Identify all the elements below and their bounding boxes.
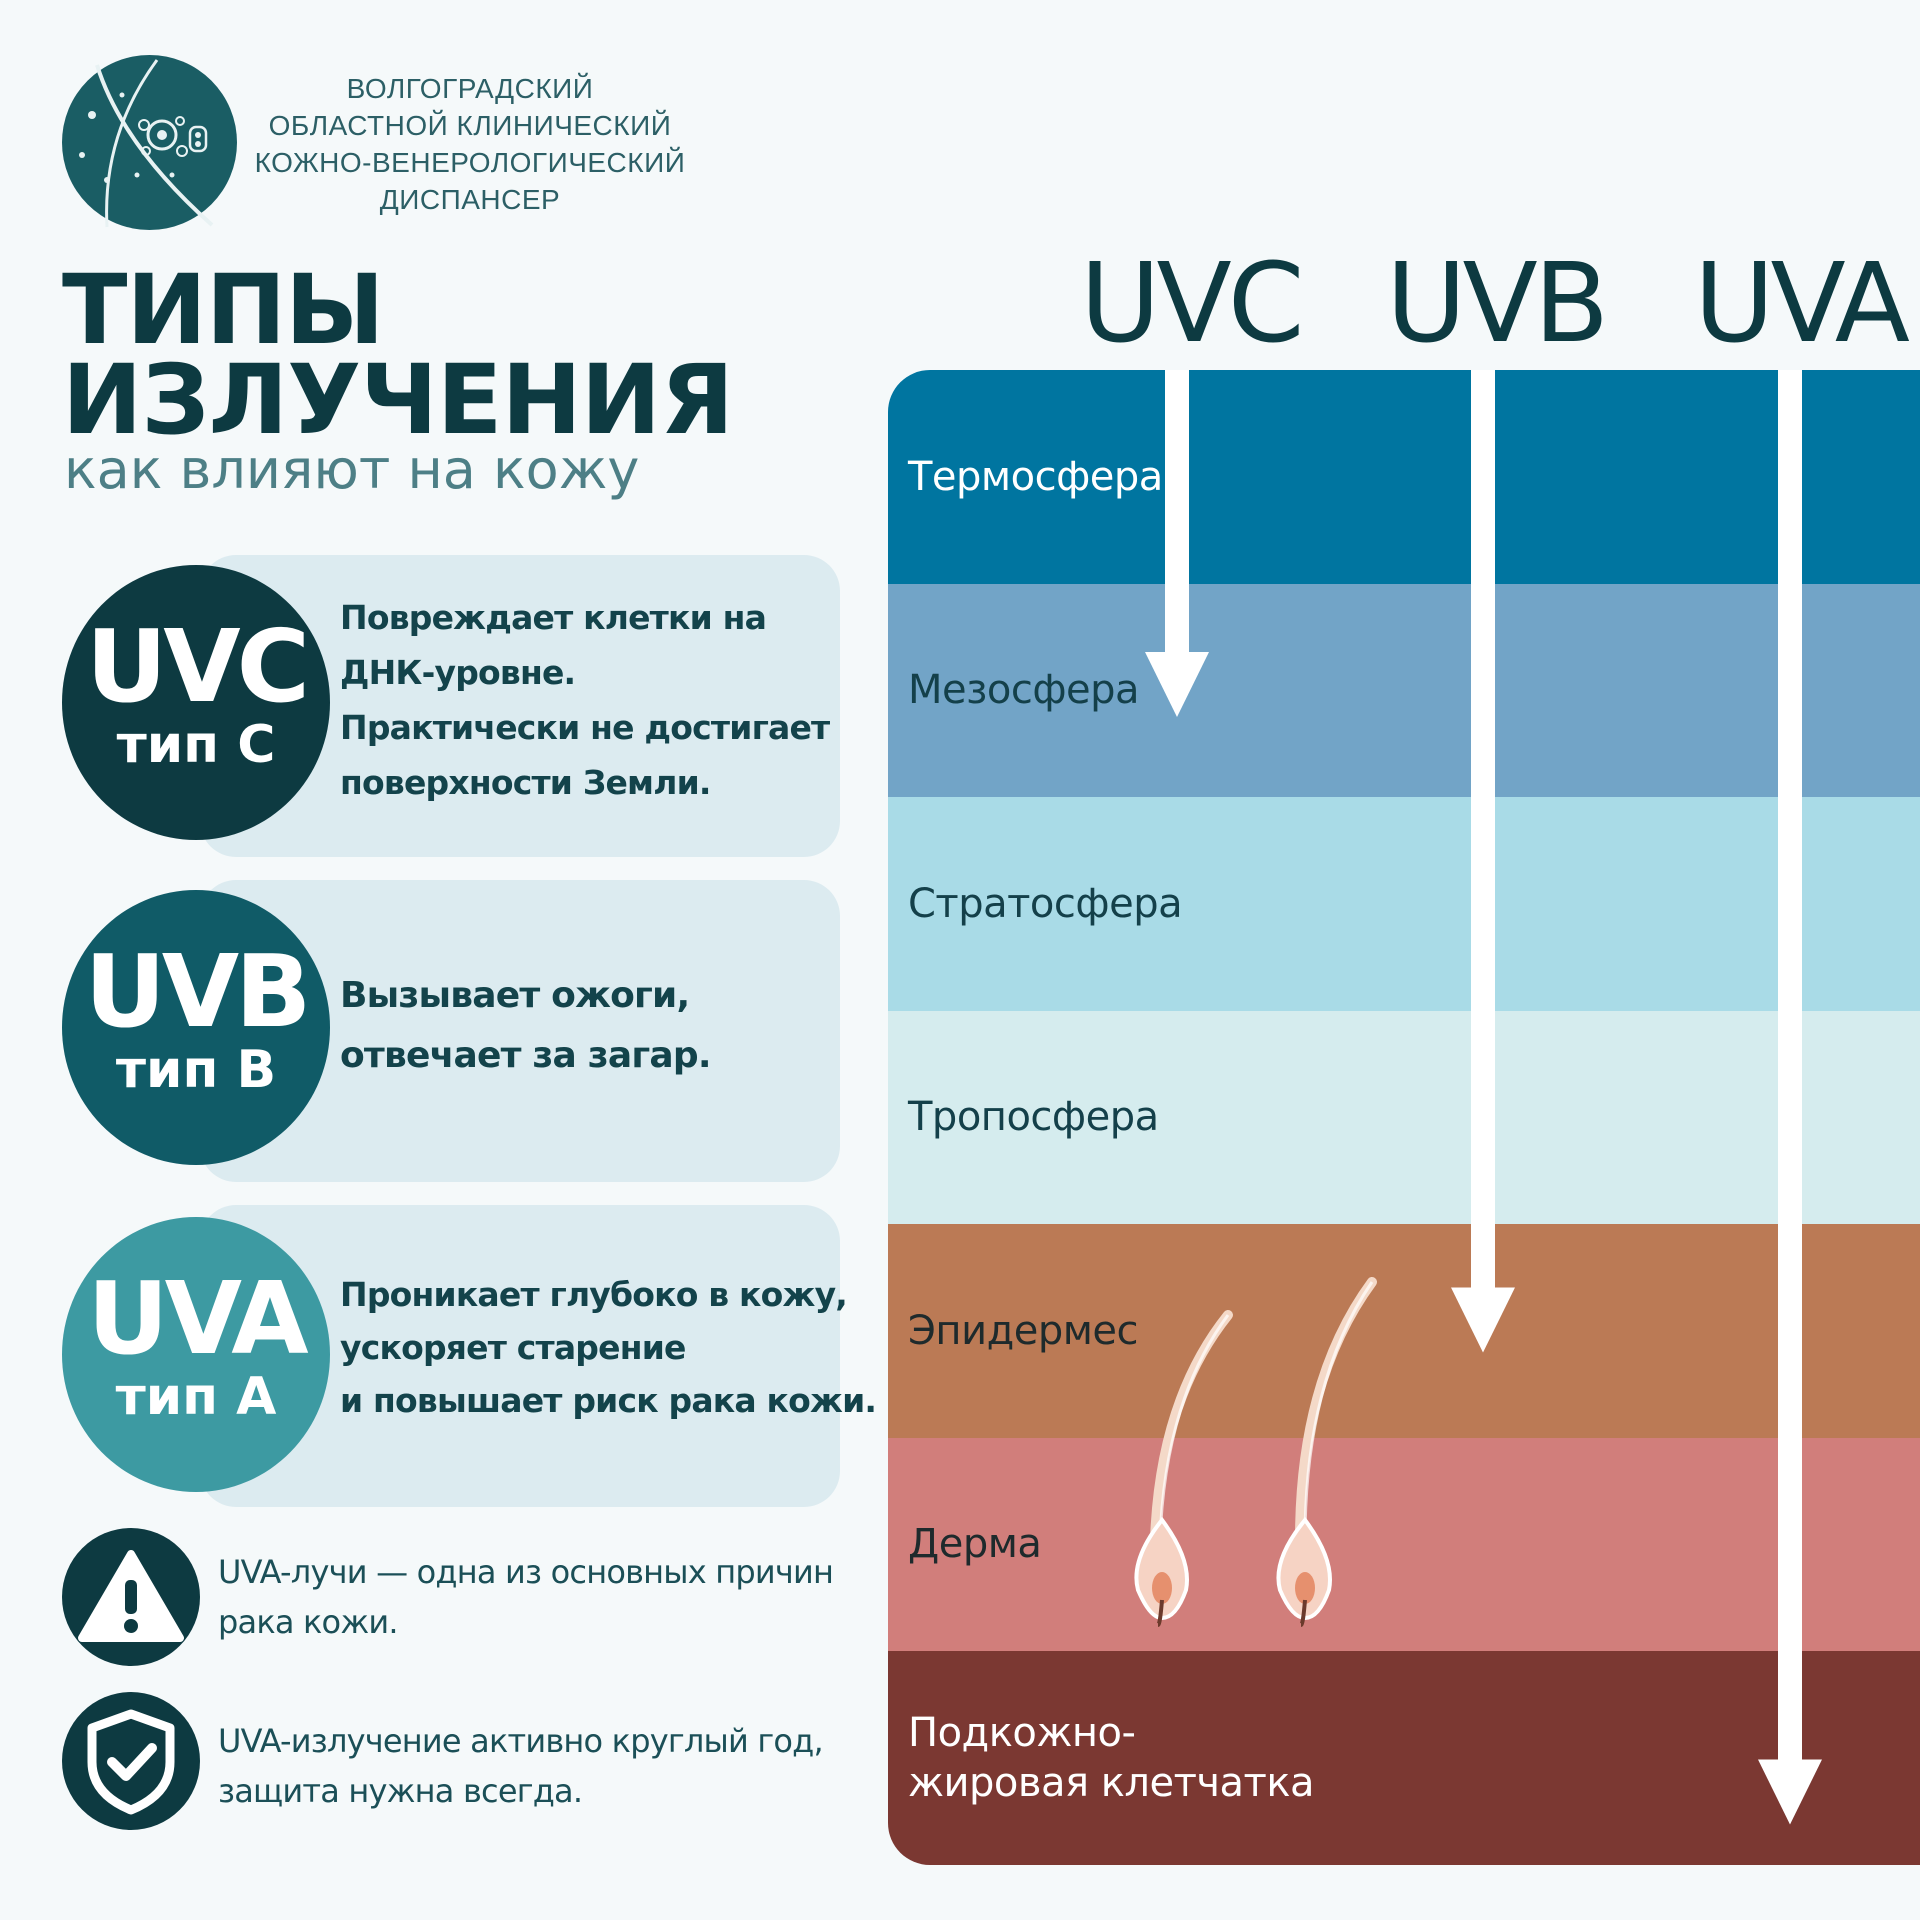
warning-note-icon (62, 1528, 200, 1666)
clinic-logo (62, 55, 237, 230)
layer-thermosphere: Термосфера (888, 370, 1920, 585)
note-line: защита нужна всегда. (218, 1772, 583, 1810)
note-line: UVA-излучение активно круглый год, (218, 1722, 824, 1760)
uva-ray-label: UVA (1694, 239, 1910, 367)
description-line: Вызывает ожоги, (340, 975, 690, 1016)
layer-dermis: Дерма (888, 1437, 1920, 1652)
uvc-badge: UVC тип С (62, 565, 330, 840)
layer-label: Подкожно- жировая клетчатка (908, 1708, 1315, 1808)
layer-label: Термосфера (908, 453, 1163, 500)
description-line: поверхности Земли. (340, 763, 711, 802)
layer-epidermis: Эпидермес (888, 1224, 1920, 1439)
note-line: рака кожи. (218, 1603, 399, 1641)
layer-label: Тропосфера (908, 1094, 1159, 1141)
description-line: Практически не достигает (340, 708, 830, 747)
layer-subcutaneous: Подкожно- жировая клетчатка (888, 1651, 1920, 1865)
shield-check-icon (87, 1709, 175, 1815)
layer-label-line: жировая клетчатка (908, 1759, 1315, 1806)
org-line: ДИСПАНСЕР (379, 184, 561, 215)
layer-label: Эпидермес (908, 1307, 1139, 1354)
warning-icon (78, 1550, 184, 1642)
uvb-description: Вызывает ожоги, отвечает за загар. (340, 966, 840, 1086)
uvc-ray-label: UVC (1080, 239, 1305, 367)
shield-note: UVA-излучение активно круглый год, защит… (218, 1716, 848, 1816)
virus-cell-icon (146, 119, 178, 151)
org-line: КОЖНО-ВЕНЕРОЛОГИЧЕСКИЙ (254, 147, 686, 178)
layer-stratosphere: Стратосфера (888, 797, 1920, 1012)
column-separator (1520, 370, 1548, 1224)
title-line: ТИПЫ (62, 254, 385, 366)
description-line: ДНК-уровне. (340, 653, 576, 692)
badge-type: тип В (115, 1040, 277, 1100)
page-subtitle: как влияют на кожу (64, 438, 640, 501)
layer-label: Мезосфера (908, 667, 1140, 714)
badge-type: тип А (115, 1367, 277, 1427)
uvb-ray-label: UVB (1386, 239, 1609, 367)
description-line: отвечает за загар. (340, 1035, 712, 1076)
uvc-description: Повреждает клетки на ДНК-уровне. Практич… (340, 590, 840, 810)
warning-note: UVA-лучи — одна из основных причин рака … (218, 1547, 848, 1647)
note-line: UVA-лучи — одна из основных причин (218, 1553, 834, 1591)
badge-code: UVC (86, 608, 310, 725)
layer-mesosphere: Мезосфера (888, 583, 1920, 798)
shield-note-icon (62, 1692, 200, 1830)
page-title: ТИПЫ ИЗЛУЧЕНИЯ (62, 254, 734, 456)
layer-label-line: Подкожно- (908, 1709, 1136, 1756)
description-line: ускоряет старение (340, 1328, 686, 1367)
layer-label: Дерма (908, 1521, 1042, 1568)
uva-badge: UVA тип А (62, 1217, 330, 1492)
uva-description: Проникает глубоко в кожу, ускоряет старе… (340, 1268, 877, 1427)
title-line: ИЗЛУЧЕНИЯ (62, 344, 734, 456)
organization-name: ВОЛГОГРАДСКИЙ ОБЛАСТНОЙ КЛИНИЧЕСКИЙ КОЖН… (250, 70, 690, 218)
description-line: Проникает глубоко в кожу, (340, 1275, 848, 1314)
badge-code: UVB (84, 933, 312, 1050)
atmosphere-skin-layers: Термосфера Мезосфера Стратосфера Тропосф… (888, 370, 1920, 1865)
uvb-badge: UVB тип В (62, 890, 330, 1165)
org-line: ОБЛАСТНОЙ КЛИНИЧЕСКИЙ (268, 110, 672, 141)
layer-label: Стратосфера (908, 880, 1183, 927)
description-line: Повреждает клетки на (340, 598, 767, 637)
badge-code: UVA (87, 1260, 308, 1377)
org-line: ВОЛГОГРАДСКИЙ (346, 73, 594, 104)
badge-type: тип С (116, 715, 276, 775)
column-separator (1212, 370, 1240, 1224)
description-line: и повышает риск рака кожи. (340, 1381, 877, 1420)
layer-troposphere: Тропосфера (888, 1010, 1920, 1225)
